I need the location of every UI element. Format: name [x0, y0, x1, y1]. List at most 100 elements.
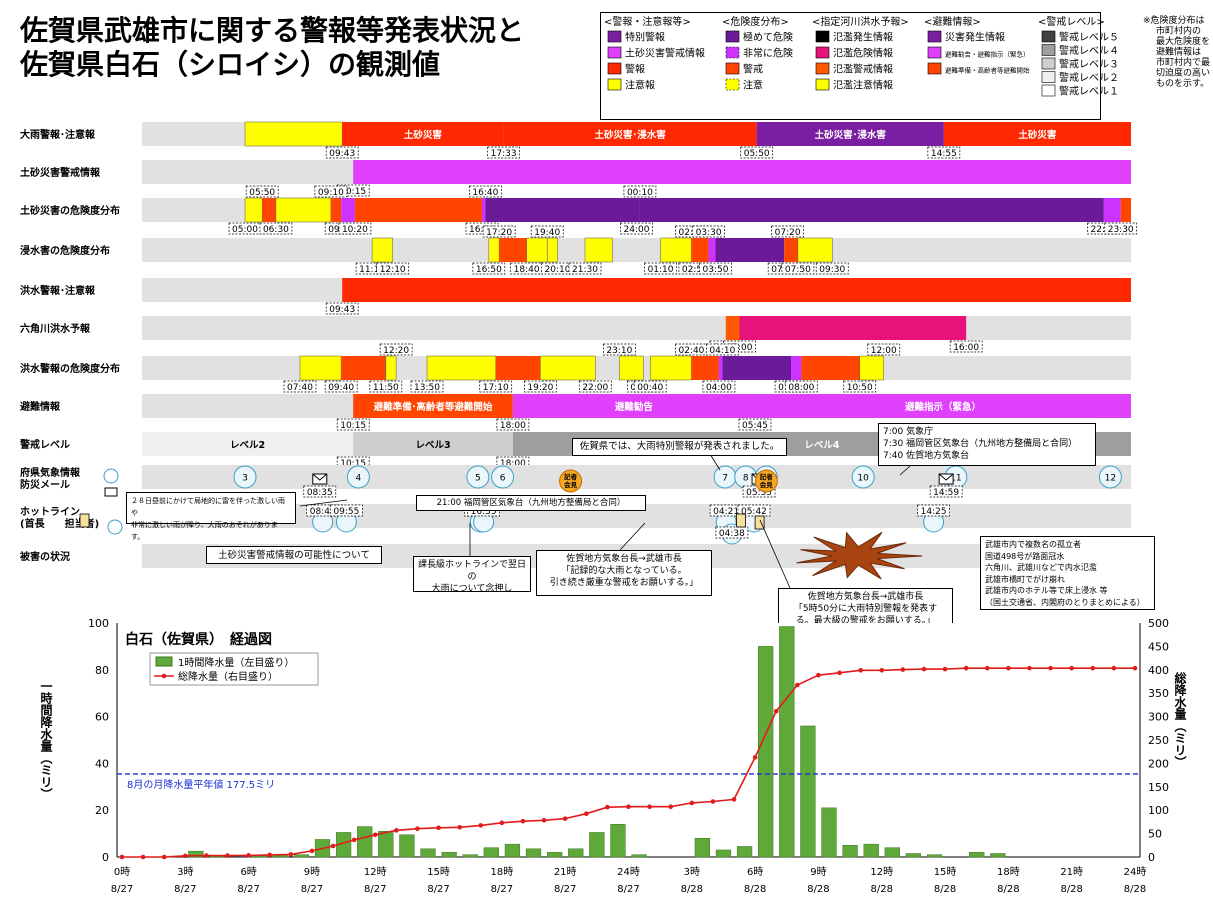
time-label-box	[469, 185, 502, 198]
total-point	[330, 843, 336, 849]
x-tick-date: 8/28	[934, 884, 956, 895]
time-label: 07:40	[287, 383, 313, 393]
legend-series-name: 総降水量（右目盛り）	[178, 670, 278, 683]
legend-swatch	[607, 78, 622, 91]
time-label-box	[324, 380, 358, 393]
callout-leader	[299, 499, 348, 507]
timeline-segment	[495, 356, 541, 380]
time-label: 05:45	[742, 421, 768, 431]
timeline-segment	[342, 278, 1131, 302]
total-point	[710, 799, 716, 804]
time-label-box	[541, 262, 574, 275]
total-point	[689, 800, 695, 806]
x-tick-label: 24時	[1124, 866, 1147, 878]
legend-item-label: 氾濫発生情報	[833, 31, 893, 44]
hotline-time: 08:46	[310, 507, 336, 517]
info-number-circle	[491, 465, 515, 489]
timeline-segment	[275, 197, 332, 223]
legend-heading: <避難情報>	[924, 15, 981, 28]
mail-time: 14:59	[933, 488, 959, 498]
rain-bar	[441, 852, 457, 858]
time-label: 09:43	[329, 305, 355, 315]
time-label: 16:00	[953, 343, 979, 353]
y-right-tick-label: 0	[1148, 851, 1155, 864]
rain-bar	[884, 847, 900, 858]
legend-swatch	[1041, 71, 1056, 83]
y-right-tick-label: 500	[1148, 617, 1169, 630]
total-point	[1006, 665, 1011, 671]
info-number: 7	[722, 474, 728, 484]
legend-item-label: 警戒レベル２	[1059, 71, 1119, 84]
time-label: 09:30	[819, 265, 845, 275]
time-label: 08:00	[788, 383, 814, 393]
damage-callout: 武雄市内で複数名の孤立者 国道498号が路面冠水 六角川、武雄川などで内水氾濫 …	[980, 536, 1155, 610]
time-label: 11:10	[359, 265, 385, 275]
time-label-box	[336, 418, 370, 431]
damage-burst-icon	[796, 531, 923, 580]
info-number: 8	[743, 474, 749, 484]
timeline-segment	[244, 197, 263, 223]
timeline-segment	[649, 355, 692, 381]
legend-frame	[600, 12, 1101, 120]
rain-bar	[694, 838, 711, 858]
hotline-time: 05:42	[741, 507, 767, 517]
x-tick-date: 8/27	[491, 884, 513, 895]
legend-item-label: 警戒レベル３	[1059, 58, 1119, 71]
damage-line: 武雄市橋町でがけ崩れ	[985, 574, 1065, 584]
rain-bar	[357, 826, 373, 858]
rain-bar	[758, 646, 774, 858]
total-point	[499, 820, 505, 826]
legend-swatch	[815, 46, 830, 59]
timeline-segment	[691, 356, 719, 380]
rain-bar	[736, 846, 753, 858]
total-point	[372, 832, 378, 838]
time-label-box	[623, 185, 657, 198]
press-label: 記者	[760, 472, 774, 481]
mail-time: 05:55	[746, 488, 772, 498]
time-label: 23:30	[1108, 225, 1134, 235]
timeline-segment	[342, 122, 504, 146]
time-label: 05:50	[744, 149, 770, 159]
time-label: 12:10	[380, 265, 406, 275]
time-label: 02:40	[678, 228, 704, 238]
info-number: 10	[857, 474, 869, 484]
rain-bar	[293, 854, 310, 858]
legend-heading: <警戒レベル>	[1038, 15, 1105, 28]
damage-line: 武雄市内で複数名の孤立者	[985, 540, 1081, 549]
time-label-box	[867, 343, 901, 356]
time-label-box	[510, 262, 543, 275]
total-point	[183, 853, 188, 859]
legend-swatch	[607, 46, 622, 59]
time-label: 10:15	[340, 187, 366, 197]
total-point	[351, 837, 357, 843]
info-legend-icon	[103, 468, 119, 484]
legend-item-label: 特別警報	[625, 31, 665, 44]
time-label-box	[784, 380, 818, 393]
legend-swatch	[725, 78, 740, 91]
hotline-time-box	[737, 504, 771, 517]
time-label: 00:40	[637, 383, 663, 393]
row-label: ホットライン(首長 担当者)	[20, 506, 99, 530]
total-point	[161, 854, 167, 860]
time-label: 23:10	[606, 346, 632, 356]
legend-swatch	[927, 30, 942, 43]
legend-heading: <警報・注意報等>	[604, 15, 691, 28]
row-label: 六角川洪水予報	[20, 322, 91, 335]
total-point	[267, 852, 273, 858]
time-label: 17:33	[491, 149, 517, 159]
time-label-box	[325, 302, 359, 315]
rain-bar	[610, 823, 626, 858]
segment-label: 避難準備･高齢者等避難開始	[374, 401, 493, 413]
timeline-segment	[299, 355, 342, 381]
x-tick-date: 8/27	[617, 884, 639, 895]
legend-item-label: 警戒レベル５	[1059, 31, 1119, 44]
hotline-time-box	[306, 504, 340, 517]
hotline-time-box	[917, 504, 950, 517]
timeline-segment	[754, 394, 1131, 418]
time-label: 17:10	[483, 383, 509, 393]
legend-item-label: 避難準備・高齢者等避難開始	[945, 66, 1030, 75]
kacho-line: 課長級ホットラインで翌日の	[418, 560, 527, 582]
total-point	[858, 667, 863, 673]
rain-bar	[631, 854, 647, 858]
x-tick-label: 3時	[684, 866, 700, 878]
